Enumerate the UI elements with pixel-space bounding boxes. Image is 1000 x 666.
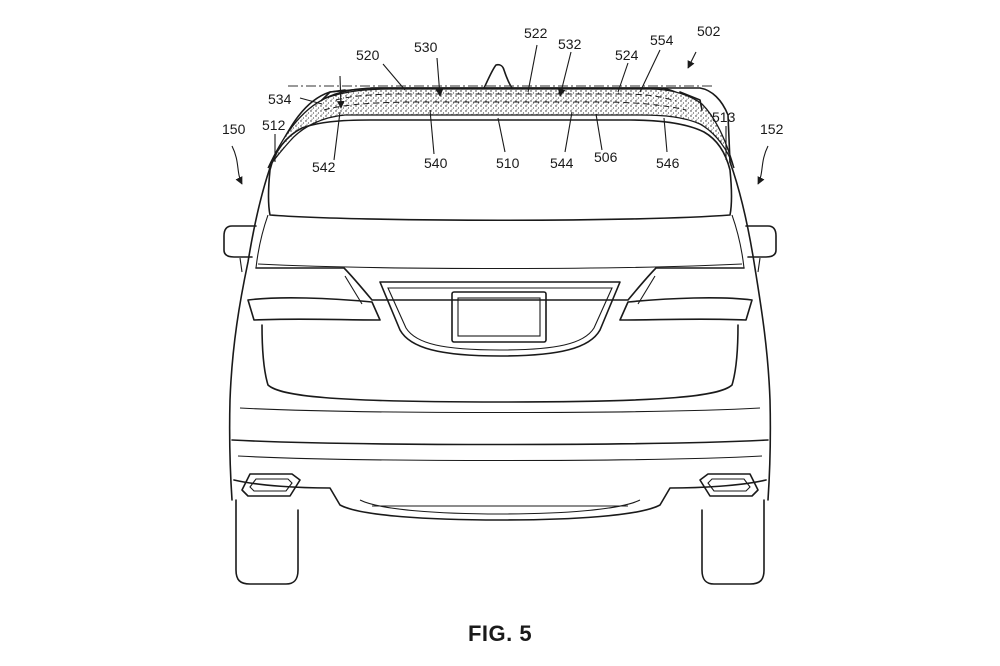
right-lamp-accent [637,275,656,305]
license-recess-inner [387,287,613,351]
vehicle-rear-view [223,63,777,585]
right-mirror [745,225,777,258]
ref-554: 554 [650,32,674,48]
dashed-outline-lower [323,101,687,111]
left-tire [235,499,299,585]
figure-caption: FIG. 5 [468,621,532,646]
rear-window [267,119,733,222]
left-exhaust [241,473,301,497]
left-mirror-stalk [239,257,243,273]
left-tail-lamp [247,297,381,321]
body-right-side [729,161,772,501]
bumper-lower [233,479,767,521]
license-plate [451,291,547,343]
left-lamp-accent [344,275,363,305]
ref-502: 502 [697,23,721,39]
ref-524: 524 [615,47,639,63]
body-left-side [228,161,273,501]
right-tire [701,499,765,585]
license-recess [379,281,621,357]
ref-522: 522 [524,25,548,41]
ref-510: 510 [496,155,520,171]
ref-150: 150 [222,121,246,137]
right-mirror-stalk [757,257,761,273]
ref-544: 544 [550,155,574,171]
ref-513: 513 [712,109,736,125]
left-exhaust-inner [249,478,293,492]
ref-542: 542 [312,159,336,175]
right-exhaust [699,473,759,497]
ref-534: 534 [268,91,292,107]
license-plate-inner [457,297,541,337]
left-pillar-inner [255,214,269,269]
bumper-crease [237,455,763,462]
ref-152: 152 [760,121,784,137]
dashed-outline-upper [335,93,677,102]
right-exhaust-inner [707,478,751,492]
ref-530: 530 [414,39,438,55]
left-mirror [223,225,257,258]
bumper-skid [359,499,641,515]
antenna [483,63,513,89]
leader-lines [231,44,769,185]
ref-540: 540 [424,155,448,171]
ref-546: 546 [656,155,680,171]
tail-lamp-band [255,267,745,301]
ref-512: 512 [262,117,286,133]
tailgate-lower [261,324,739,403]
ref-532: 532 [558,36,582,52]
right-tail-lamp [619,297,753,321]
bumper-top [231,439,769,446]
ref-506: 506 [594,149,618,165]
spoiler-right-tip [679,91,703,111]
ref-520: 520 [356,47,380,63]
right-pillar-inner [731,214,745,269]
tailgate-bottom-line [239,407,761,414]
reference-numerals: 502 554 522 532 524 530 520 534 512 150 … [222,23,784,175]
tailgate-top-line [257,263,743,270]
